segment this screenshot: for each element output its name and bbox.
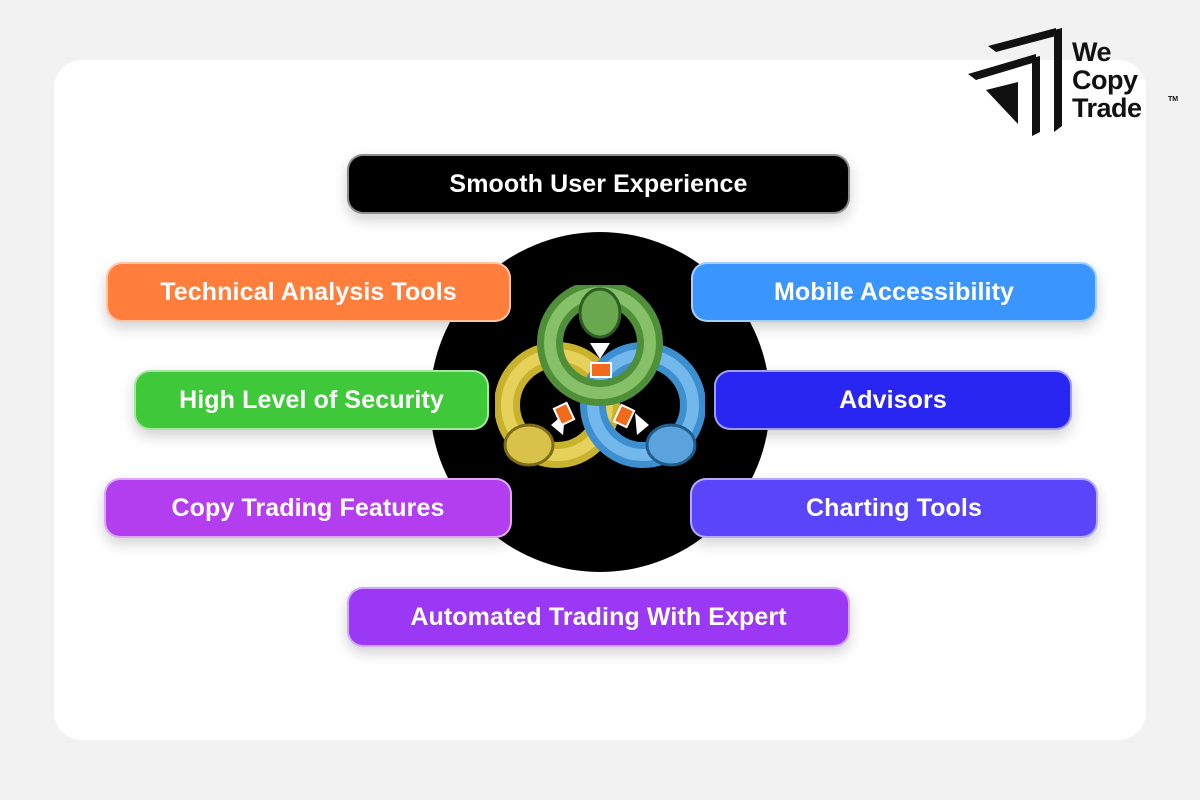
feature-automated-trading-with-expert: Automated Trading With Expert [347, 587, 850, 647]
arrow-chevrons-icon [968, 28, 1062, 136]
feature-label: Advisors [839, 385, 947, 414]
feature-smooth-user-experience: Smooth User Experience [347, 154, 850, 214]
feature-label: High Level of Security [179, 385, 444, 414]
feature-copy-trading-features: Copy Trading Features [104, 478, 512, 538]
wecopytrade-logo: We Copy Trade TM [966, 28, 1179, 138]
metatrader-logo-icon [495, 285, 705, 468]
feature-label: Smooth User Experience [449, 169, 748, 198]
feature-label: Charting Tools [806, 493, 982, 522]
feature-label: Mobile Accessibility [773, 277, 1015, 306]
logo-line-copy: Copy [1072, 65, 1138, 95]
trademark: TM [1168, 96, 1179, 103]
feature-technical-analysis-tools: Technical Analysis Tools [106, 262, 511, 322]
feature-advisors: Advisors [714, 370, 1072, 430]
feature-label: Technical Analysis Tools [160, 277, 457, 306]
feature-label: Copy Trading Features [171, 493, 445, 522]
logo-line-trade: Trade [1072, 93, 1142, 123]
logo-wordmark: We Copy Trade [1072, 38, 1142, 122]
logo-line-we: We [1072, 37, 1112, 67]
feature-label: Automated Trading With Expert [410, 602, 787, 631]
feature-mobile-accessibility: Mobile Accessibility [691, 262, 1097, 322]
feature-charting-tools: Charting Tools [690, 478, 1098, 538]
feature-high-level-of-security: High Level of Security [134, 370, 489, 430]
